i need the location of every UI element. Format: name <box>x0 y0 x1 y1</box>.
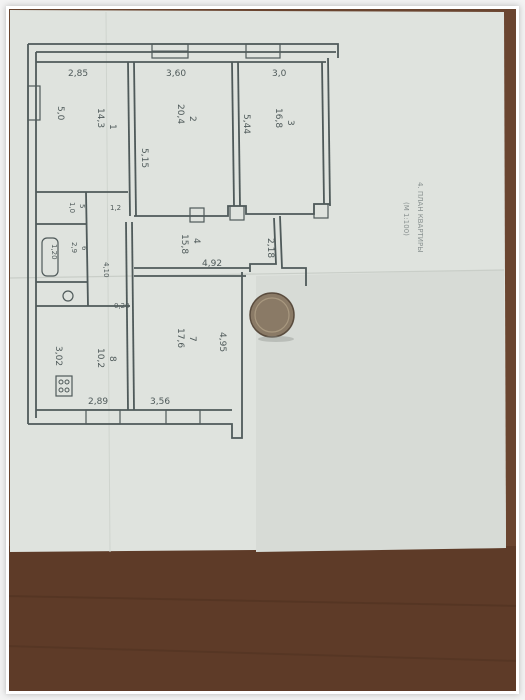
toilet <box>62 290 74 302</box>
outer-wall-top <box>28 43 339 58</box>
room-number: 2 <box>187 116 197 122</box>
room-number: 3 <box>285 120 295 126</box>
stove-burner <box>58 379 64 385</box>
dim-label: 3,60 <box>166 69 186 79</box>
dim-label: 4,95 <box>217 332 227 352</box>
wall <box>131 221 135 411</box>
coin-shadow <box>258 336 294 342</box>
dim-label: 2,85 <box>68 69 88 79</box>
dim-label: 4,92 <box>202 259 222 269</box>
dim-label: 2,89 <box>88 397 108 407</box>
wall <box>133 61 137 217</box>
dim-label: 1,20 <box>50 244 58 260</box>
floor-plan-scene: 2,85 3,60 3,0 5,0 5,15 5,44 2,18 4,92 4,… <box>6 6 519 694</box>
paper-fold <box>9 269 505 279</box>
room-number: 7 <box>187 336 197 342</box>
window <box>165 409 201 425</box>
dim-label: 4,10 <box>102 262 110 278</box>
table-shadow-band <box>6 546 519 694</box>
wall <box>125 221 129 411</box>
wall <box>321 61 325 205</box>
room-number: 4 <box>191 238 201 244</box>
room-area: 1,0 <box>68 202 76 213</box>
bathtub <box>41 237 59 277</box>
dim-label: 2,18 <box>265 238 275 258</box>
room-area: 14,3 <box>95 108 105 128</box>
chimney-block <box>189 207 205 223</box>
outer-wall-bottom <box>28 410 243 439</box>
wall <box>85 191 89 307</box>
dim-label: 5,44 <box>241 114 251 134</box>
wall <box>231 61 235 207</box>
dim-label: 3,0 <box>272 69 287 79</box>
paper-fold-shade <box>256 270 506 552</box>
wall <box>127 61 131 217</box>
wall <box>237 61 241 207</box>
room-number: 1 <box>107 124 117 130</box>
dim-label: 5,15 <box>139 148 149 168</box>
stove <box>55 375 73 397</box>
coin <box>249 292 295 338</box>
window <box>85 409 121 425</box>
wall <box>327 57 331 207</box>
wood-grain <box>6 595 519 607</box>
room-area: 16,8 <box>273 108 283 128</box>
room-area: 20,4 <box>175 104 185 124</box>
room-number: 8 <box>107 356 117 362</box>
dim-label: 3,56 <box>150 397 170 407</box>
wood-grain <box>6 645 519 662</box>
dim-label: 1,2 <box>110 204 121 212</box>
floor-plan <box>27 43 339 439</box>
coin-rim <box>254 297 290 333</box>
chimney-block <box>313 203 329 219</box>
stove-burner <box>58 387 64 393</box>
stove-burner <box>64 379 70 385</box>
room-area: 15,8 <box>179 234 189 254</box>
wall <box>279 215 307 286</box>
dim-label: 3,02 <box>53 346 63 366</box>
room-number: 5 <box>78 204 86 208</box>
photo: 2,85 3,60 3,0 5,0 5,15 5,44 2,18 4,92 4,… <box>6 6 519 694</box>
room-number: 6 <box>80 246 88 251</box>
window <box>245 43 281 59</box>
stove-burner <box>64 387 70 393</box>
room-area: 17,6 <box>175 328 185 348</box>
window <box>27 85 41 121</box>
dim-label: 5,0 <box>55 106 65 121</box>
paper-fold <box>105 11 111 553</box>
room-area: 2,9 <box>70 242 78 253</box>
dim-label: 0,20 <box>114 302 130 310</box>
room-area: 10,2 <box>95 348 105 368</box>
plan-caption: 4. ПЛАН КВАРТИРЫ <box>416 182 424 252</box>
chimney-block <box>229 205 245 221</box>
plan-scale: (М 1:100) <box>402 202 410 236</box>
